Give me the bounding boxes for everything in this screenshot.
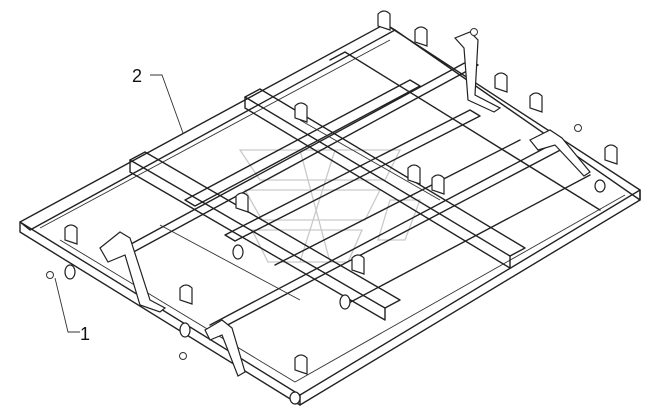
cross-members: [129, 51, 601, 321]
loose-nuts: [46, 28, 582, 360]
outer-frame: [19, 23, 641, 406]
mounting-lugs: [64, 10, 618, 375]
watermark-logo: [238, 149, 421, 263]
nut-bottom: [179, 352, 187, 360]
leader-lines: [54, 74, 184, 333]
nut-top: [470, 28, 478, 36]
callout-2: 2: [132, 66, 142, 86]
callout-1: 1: [80, 324, 90, 344]
leader-line-2: [150, 74, 184, 134]
leader-line-1: [54, 277, 80, 333]
wheel-feet: [64, 179, 606, 405]
nut-right: [574, 124, 582, 132]
hook-arms: [99, 31, 591, 377]
nut-left: [46, 271, 54, 279]
